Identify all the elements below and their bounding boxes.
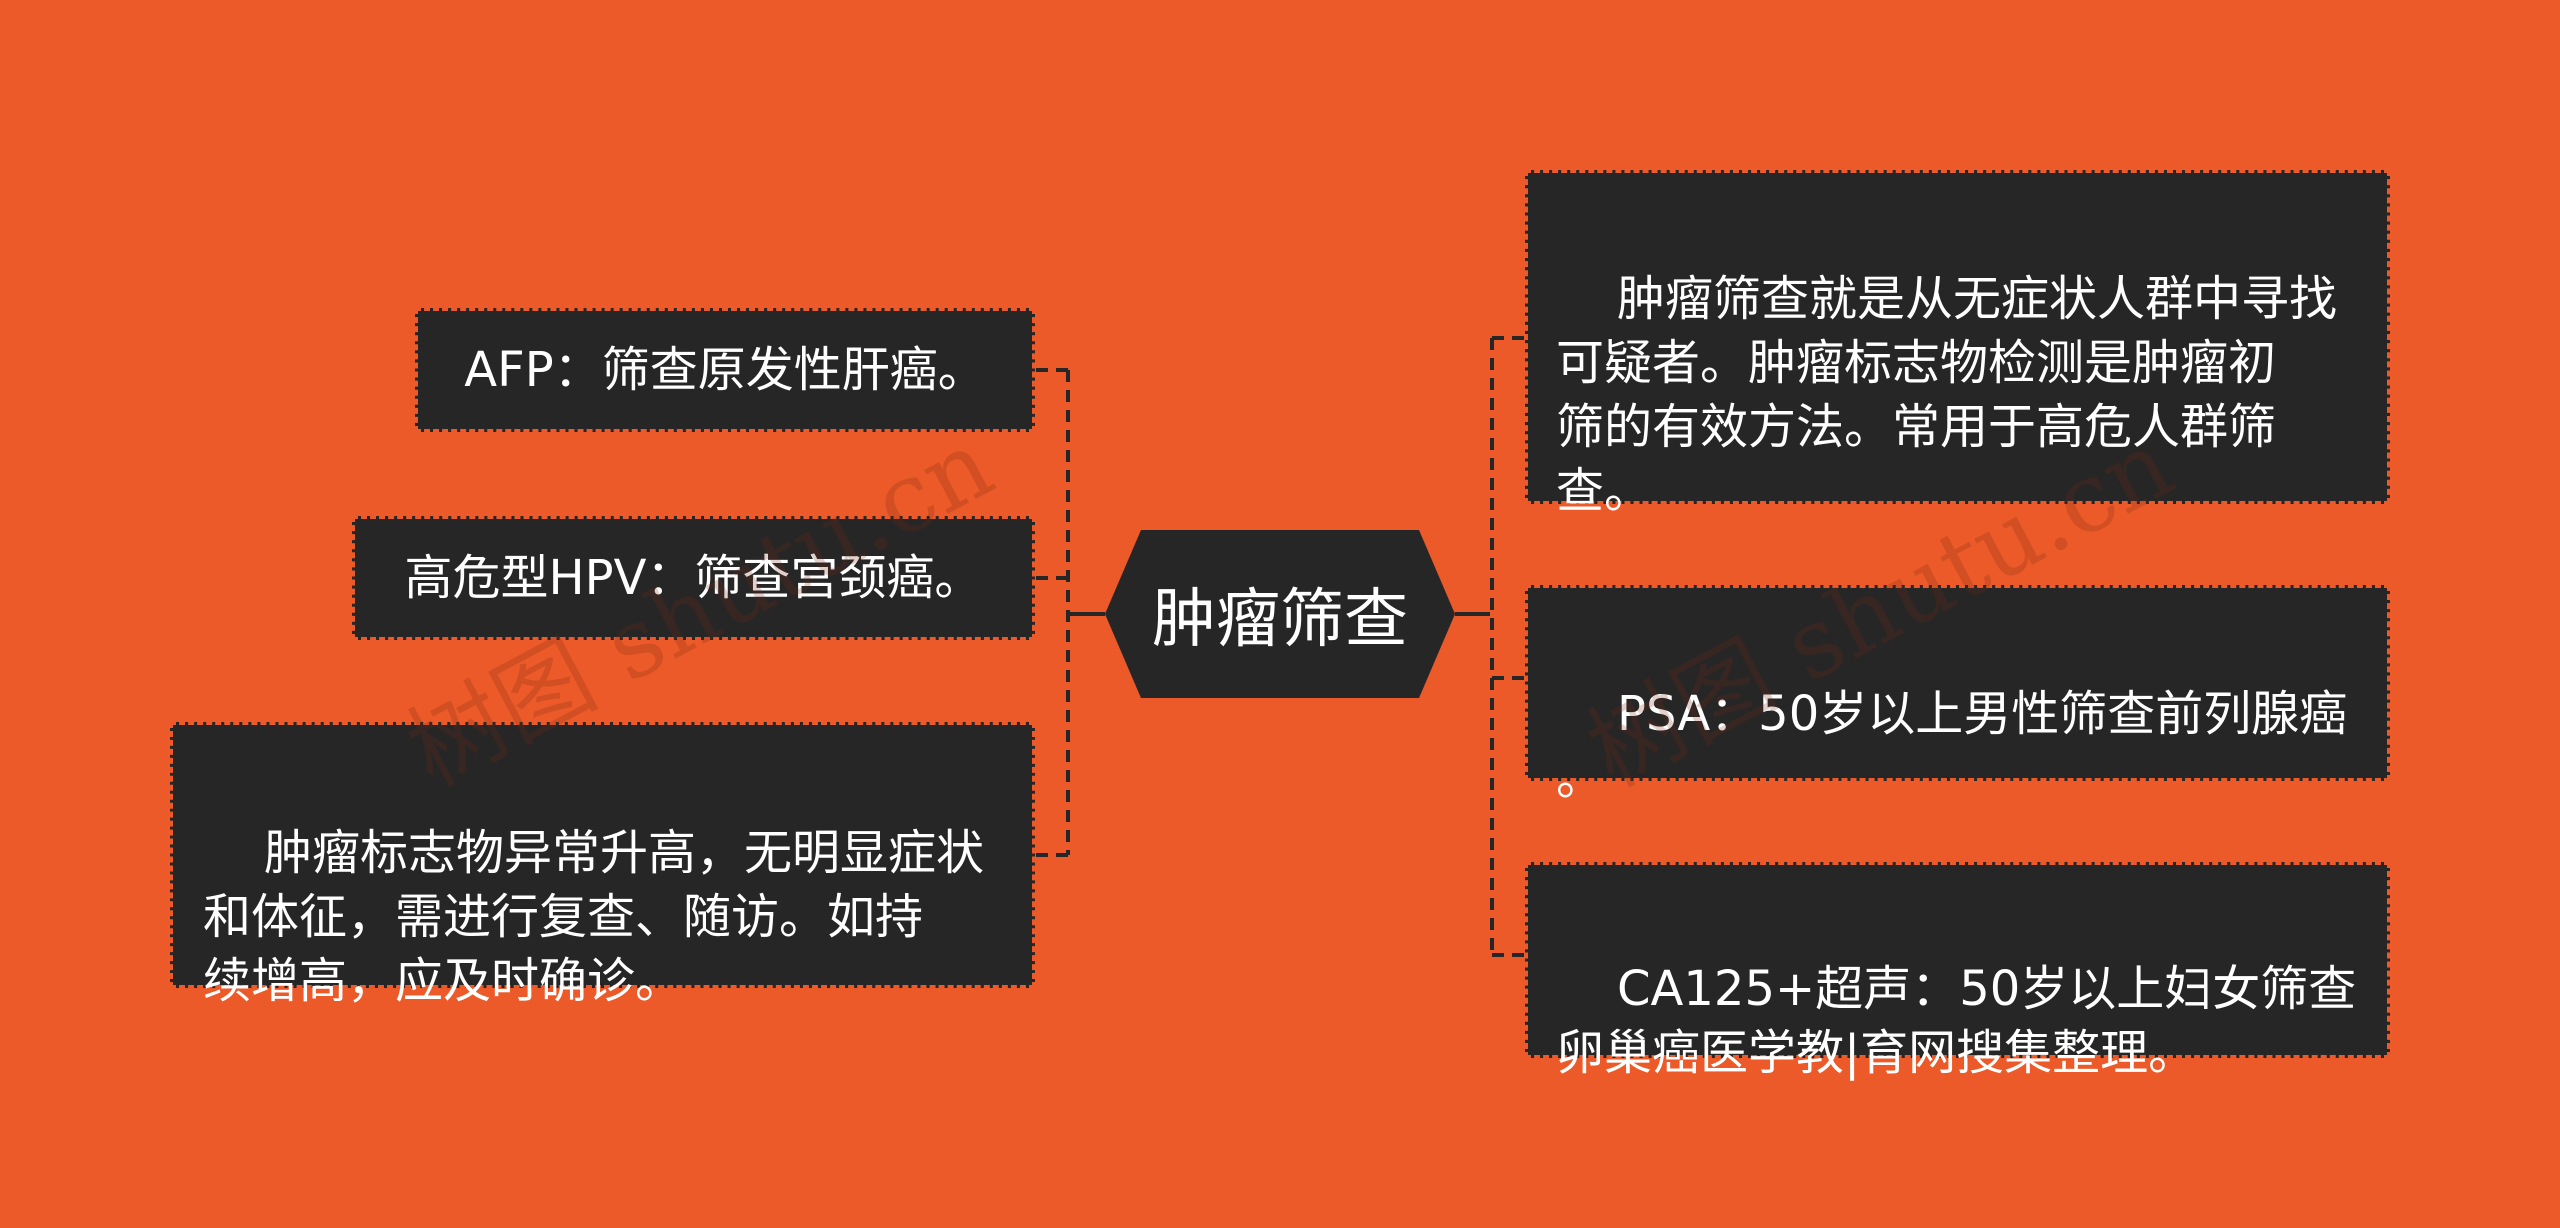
left-node-tumor-marker-text: 肿瘤标志物异常升高，无明显症状 和体征，需进行复查、随访。如持 续增高，应及时确…	[203, 825, 985, 1009]
left-node-hpv-text: 高危型HPV：筛查宫颈癌。	[404, 550, 983, 606]
right-node-screening-definition-text: 肿瘤筛查就是从无症状人群中寻找 可疑者。肿瘤标志物检测是肿瘤初 筛的有效方法。常…	[1556, 271, 2338, 519]
left-node-tumor-marker[interactable]: 肿瘤标志物异常升高，无明显症状 和体征，需进行复查、随访。如持 续增高，应及时确…	[170, 722, 1035, 1009]
left-node-afp-text: AFP：筛查原发性肝癌。	[464, 342, 986, 398]
right-node-psa-text: PSA：50岁以上男性筛查前列腺癌 。	[1556, 686, 2348, 806]
left-node-hpv[interactable]: 高危型HPV：筛查宫颈癌。	[352, 516, 1035, 640]
left-node-afp[interactable]: AFP：筛查原发性肝癌。	[415, 308, 1035, 432]
right-node-psa[interactable]: PSA：50岁以上男性筛查前列腺癌 。	[1525, 585, 2390, 806]
center-topic-node[interactable]: 肿瘤筛查	[1105, 530, 1455, 698]
right-node-screening-definition[interactable]: 肿瘤筛查就是从无症状人群中寻找 可疑者。肿瘤标志物检测是肿瘤初 筛的有效方法。常…	[1525, 170, 2390, 519]
hexagon-shape	[1105, 530, 1455, 698]
center-topic-label: 肿瘤筛查	[1152, 583, 1408, 657]
right-node-ca125-text: CA125+超声：50岁以上妇女筛查 卵巢癌医学教|育网搜集整理。	[1556, 961, 2357, 1081]
right-node-ca125[interactable]: CA125+超声：50岁以上妇女筛查 卵巢癌医学教|育网搜集整理。	[1525, 862, 2390, 1081]
